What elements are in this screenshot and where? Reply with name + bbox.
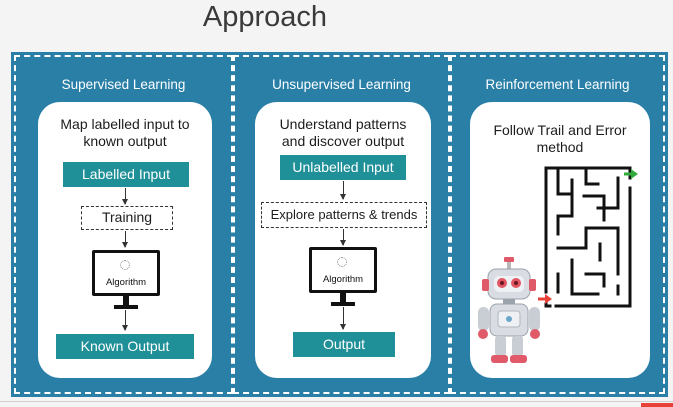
training-box: Training (81, 206, 173, 230)
output-box: Output (293, 332, 395, 357)
arrow (340, 181, 346, 200)
arrow (122, 231, 128, 248)
monitor-icon: Algorithm (92, 250, 160, 310)
section-unsupervised: Unsupervised Learning Understand pattern… (233, 55, 450, 394)
robot-icon (478, 257, 540, 363)
card-title: Follow Trail and Error method (493, 122, 627, 155)
reinforcement-card: Follow Trail and Error method (470, 102, 650, 378)
known-output-box: Known Output (56, 334, 194, 359)
card-title: Map labelled input to known output (60, 116, 190, 149)
section-heading: Supervised Learning (61, 77, 186, 92)
unlabelled-input-box: Unlabelled Input (280, 155, 406, 180)
explore-patterns-box: Explore patterns & trends (261, 202, 427, 228)
algorithm-label: Algorithm (322, 274, 364, 285)
arrow (122, 310, 128, 331)
labelled-input-box: Labelled Input (63, 162, 189, 187)
supervised-card: Map labelled input to known output Label… (38, 102, 212, 378)
unsupervised-card: Understand patterns and discover output … (255, 102, 431, 378)
arrow (340, 307, 346, 330)
maze-icon (544, 166, 632, 308)
card-title: Understand patterns and discover output (279, 116, 407, 149)
exit-arrow-icon (624, 169, 638, 179)
monitor-icon: Algorithm (309, 247, 377, 307)
slide-bottom-border (0, 401, 673, 402)
arrow (122, 188, 128, 205)
algorithm-label: Algorithm (105, 277, 147, 288)
section-supervised: Supervised Learning Map labelled input t… (14, 55, 233, 394)
slide-progress-marker (641, 403, 673, 407)
slide-title: Approach (202, 1, 328, 33)
section-heading: Reinforcement Learning (485, 77, 630, 92)
entry-arrow-icon (538, 294, 552, 304)
section-heading: Unsupervised Learning (272, 77, 411, 92)
arrow (340, 229, 346, 246)
section-reinforcement: Reinforcement Learning Follow Trail and … (450, 55, 665, 394)
